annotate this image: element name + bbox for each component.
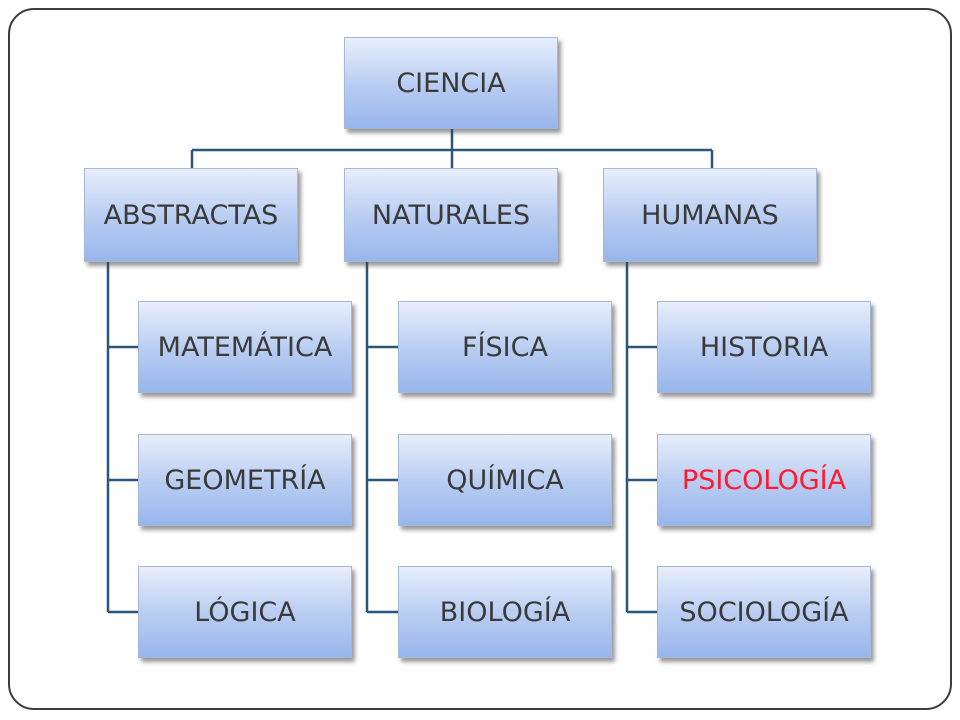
- node-biologia: BIOLOGÍA: [398, 566, 612, 658]
- node-matematica: MATEMÁTICA: [138, 301, 352, 393]
- node-sociologia-label: SOCIOLOGÍA: [679, 596, 849, 628]
- node-sociologia: SOCIOLOGÍA: [657, 566, 871, 658]
- node-fisica: FÍSICA: [398, 301, 612, 393]
- node-geometria: GEOMETRÍA: [138, 434, 352, 526]
- node-quimica-label: QUÍMICA: [446, 464, 564, 496]
- node-psicologia-label: PSICOLOGÍA: [681, 464, 847, 496]
- node-naturales-label: NATURALES: [371, 199, 531, 231]
- node-abstractas-label: ABSTRACTAS: [103, 199, 279, 231]
- node-logica-label: LÓGICA: [194, 596, 296, 628]
- node-psicologia: PSICOLOGÍA: [657, 434, 871, 526]
- node-abstractas: ABSTRACTAS: [84, 168, 298, 262]
- node-geometria-label: GEOMETRÍA: [164, 464, 326, 496]
- node-humanas: HUMANAS: [603, 168, 817, 262]
- node-humanas-label: HUMANAS: [641, 199, 779, 231]
- node-historia: HISTORIA: [657, 301, 871, 393]
- node-ciencia: CIENCIA: [344, 37, 558, 129]
- node-historia-label: HISTORIA: [699, 331, 829, 363]
- node-logica: LÓGICA: [138, 566, 352, 658]
- node-fisica-label: FÍSICA: [462, 331, 548, 363]
- node-quimica: QUÍMICA: [398, 434, 612, 526]
- node-naturales: NATURALES: [344, 168, 558, 262]
- node-biologia-label: BIOLOGÍA: [439, 596, 571, 628]
- node-ciencia-label: CIENCIA: [396, 67, 506, 99]
- node-matematica-label: MATEMÁTICA: [157, 331, 333, 363]
